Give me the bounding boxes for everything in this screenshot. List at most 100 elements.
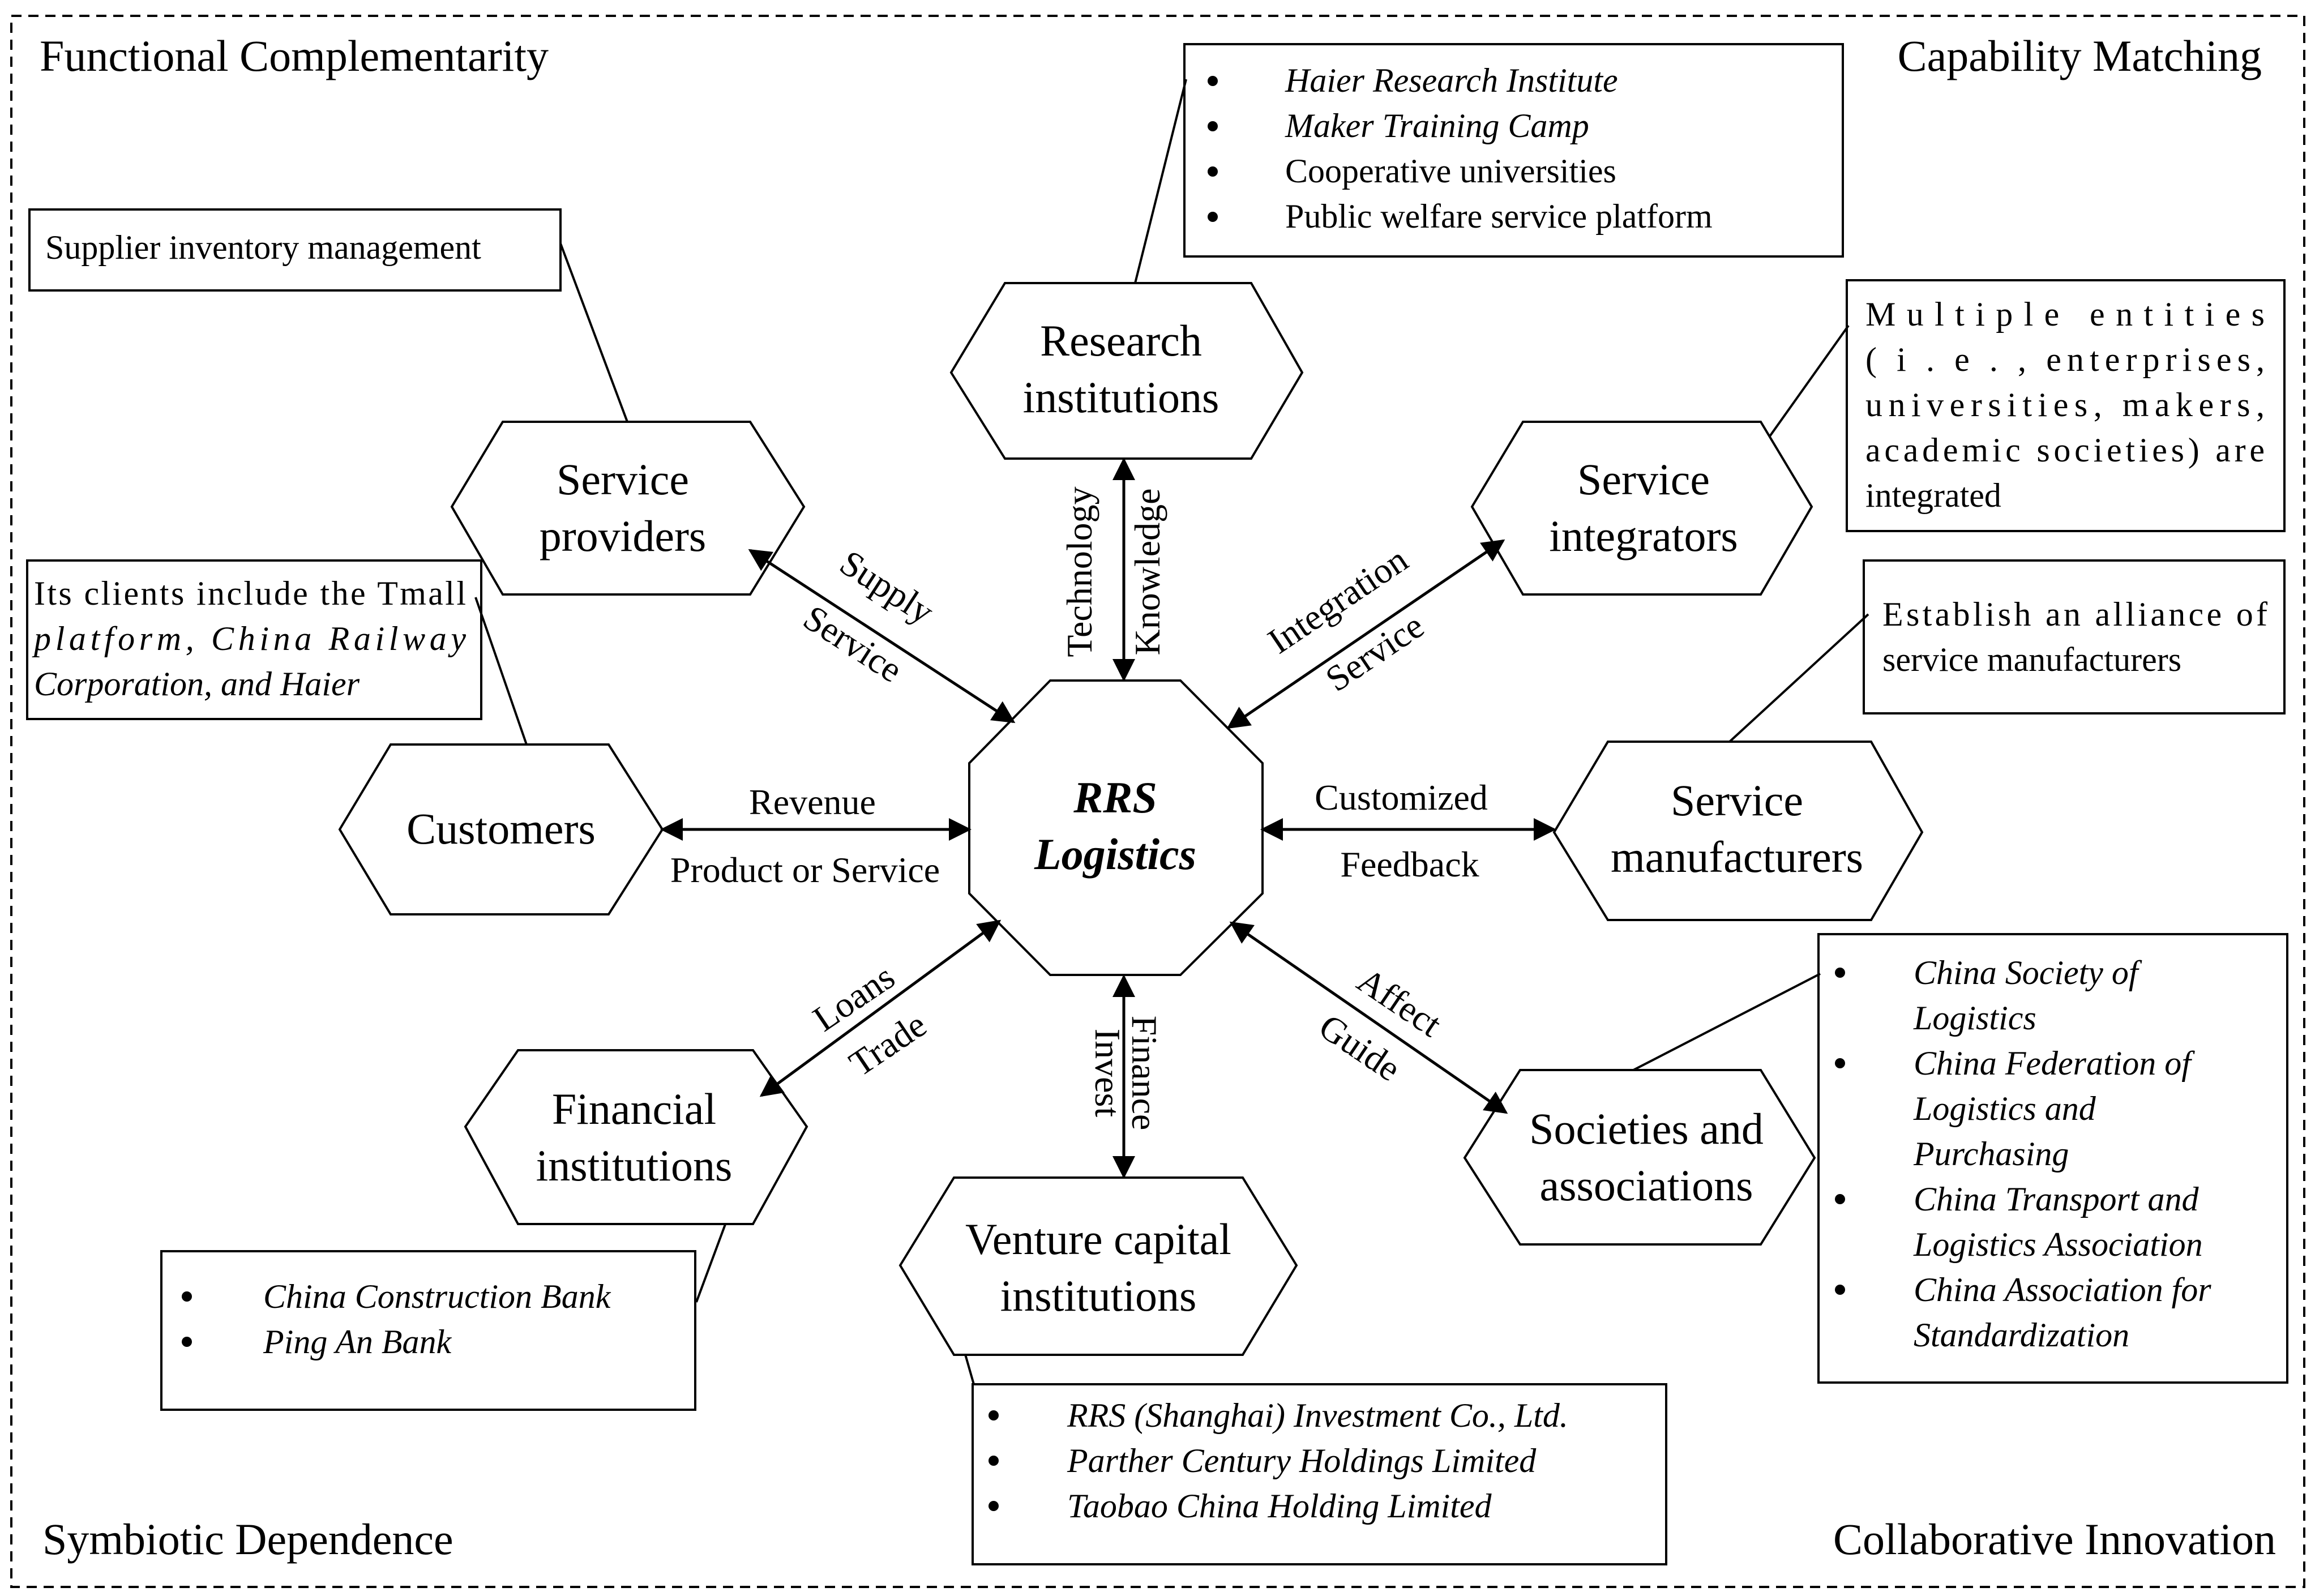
societies-label: Societies and [1529,1104,1764,1153]
node-service-manufacturers [1552,741,1924,921]
corner-label-symbiotic-dependence: Symbiotic Dependence [42,1514,453,1564]
societies-item: China Transport and [1914,1180,2199,1218]
societies-item: Standardization [1914,1316,2129,1354]
manufacturers-line: Establish an alliance of [1882,596,2267,633]
societies-item: Purchasing [1913,1135,2069,1173]
bullet [1208,121,1218,131]
venture-label: Venture capital [965,1214,1231,1264]
link-label-customized: Customized [1315,777,1488,818]
societies-item: Logistics [1913,999,2036,1037]
info-box-societies [1817,933,2288,1384]
societies-label: associations [1540,1161,1753,1210]
node-shapes [338,282,1924,1356]
bullet [1208,76,1218,86]
center-label-logistics: Logistics [1034,829,1196,879]
venture-item: RRS (Shanghai) Investment Co., Ltd. [1067,1397,1568,1434]
financial-item: China Construction Bank [263,1278,611,1315]
callout-line-providers [559,243,628,422]
node-service-providers [450,421,806,596]
integrators-label: integrators [1549,511,1738,560]
venture-item: Taobao China Holding Limited [1067,1487,1492,1525]
manufacturers-label: manufacturers [1611,832,1863,882]
research-label: Research [1040,316,1202,365]
link-label-revenue: Revenue [749,782,876,822]
link-label-finance: Finance [1124,1016,1165,1131]
research-item: Public welfare service platform [1285,198,1713,235]
research-item: Cooperative universities [1285,152,1616,190]
customers-line: Its clients include the Tmall [34,575,466,612]
bullet [182,1337,192,1347]
integrators-line: ( i . e . , enterprises, [1865,341,2265,378]
callout-line-manufacturers [1728,613,1869,743]
corner-label-functional-complementarity: Functional Complementarity [40,31,549,80]
societies-item: Logistics and [1913,1090,2096,1127]
info-box-manufacturers [1863,559,2286,714]
corner-label-capability-matching: Capability Matching [1898,31,2262,80]
info-boxes [26,43,2288,1565]
providers-item: Supplier inventory management [45,229,481,266]
callout-line-financial [695,1222,727,1303]
info-box-texts: Haier Research Institute Maker Training … [32,62,2267,1525]
societies-item: China Association for [1914,1271,2211,1308]
node-societies [1463,1069,1816,1246]
manufacturers-label: Service [1671,776,1803,825]
info-box-research [1183,43,1844,258]
bullet [1835,1194,1845,1204]
node-service-integrators [1470,421,1813,596]
providers-label: providers [540,511,707,560]
financial-list: China Construction Bank Ping An Bank [182,1278,611,1360]
info-box-providers [28,208,562,292]
node-labels: Research institutions Service providers … [406,316,1863,1320]
venture-item: Parther Century Holdings Limited [1067,1442,1537,1479]
outer-frame [10,15,2305,1588]
integrators-line: integrated [1865,477,2001,514]
link-label-feedback: Feedback [1340,844,1479,884]
research-item: Haier Research Institute [1285,62,1618,99]
bullet [989,1410,999,1420]
venture-list: RRS (Shanghai) Investment Co., Ltd. Part… [989,1397,1568,1525]
info-box-customers [26,559,482,720]
providers-label: Service [557,455,689,504]
node-research [949,282,1304,460]
callout-line-customers [474,597,528,745]
financial-label: Financial [552,1084,716,1133]
info-box-financial [160,1250,696,1411]
arrow-integrators [1226,539,1505,729]
financial-label: institutions [536,1141,733,1190]
bullet [989,1501,999,1511]
bullet [1208,212,1218,222]
info-box-venture [972,1383,1667,1565]
integrators-line: Multiple entities [1865,296,2265,333]
arrow-societies [1229,921,1508,1114]
callout-lines [474,79,1869,1385]
bullet [1835,1285,1845,1295]
bullet [1208,166,1218,177]
corner-label-collaborative-innovation: Collaborative Innovation [1833,1514,2276,1564]
customers-label: Customers [406,804,596,853]
link-label-knowledge: Knowledge [1127,488,1167,655]
societies-item: Logistics Association [1913,1226,2203,1263]
customers-line: platform, China Railway [32,620,466,657]
customers-line: Corporation, and Haier [34,665,360,703]
arrow-providers [748,549,1016,724]
callout-line-societies [1633,973,1821,1071]
link-label-technology: Technology [1059,486,1099,657]
link-arrows [660,457,1556,1179]
arrow-financial [759,919,1002,1097]
integrators-label: Service [1577,455,1710,504]
bullet [1835,1058,1845,1068]
societies-item: China Federation of [1914,1045,2195,1082]
venture-label: institutions [1000,1271,1197,1320]
link-label-invest: Invest [1088,1029,1128,1118]
research-item: Maker Training Camp [1285,107,1589,144]
bullet [182,1291,192,1302]
societies-item: China Society of [1914,954,2142,991]
research-label: institutions [1023,373,1219,422]
center-node-rrs-logistics [968,679,1264,976]
link-label-product-or-service: Product or Service [670,850,940,890]
integrators-line: universities, makers, [1865,386,2265,423]
callout-line-research [1134,79,1187,284]
bullet [989,1456,999,1466]
node-financial [464,1049,808,1225]
